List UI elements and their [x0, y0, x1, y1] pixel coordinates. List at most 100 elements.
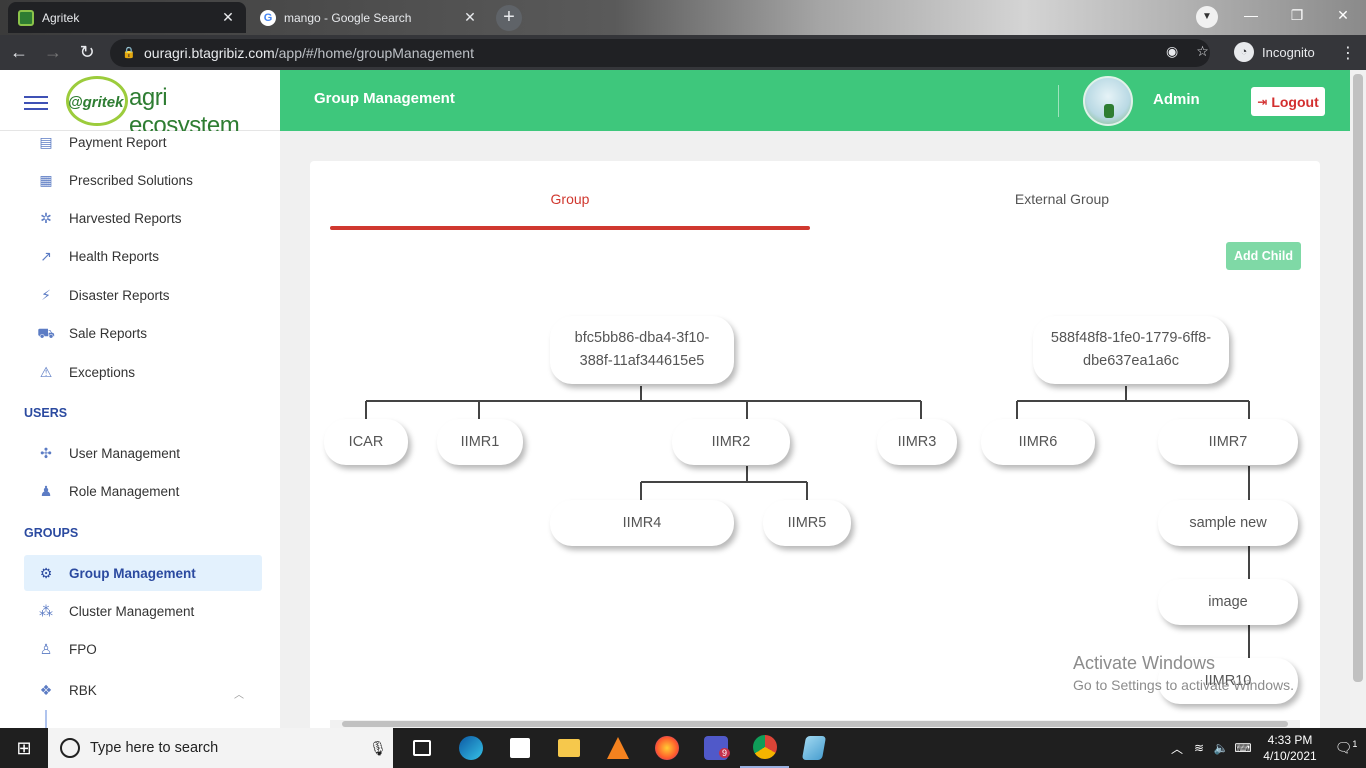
windows-start-icon[interactable]: ⊞	[16, 738, 32, 758]
sidebar-item-label: User Management	[69, 445, 181, 461]
sidebar-item-sale-reports[interactable]: ⛟ Sale Reports	[24, 315, 262, 351]
harvested-reports-icon: ✲	[40, 210, 52, 226]
browser-tab-agritek[interactable]: Agritek ✕	[8, 2, 246, 33]
reload-icon[interactable]: ↻	[79, 42, 95, 62]
address-bar[interactable]: 🔒 ouragri.btagribiz.com /app/#/home/grou…	[110, 38, 1210, 67]
logout-icon: ⇥	[1257, 94, 1268, 109]
tab-title: Agritek	[42, 10, 80, 25]
scrollbar-thumb[interactable]	[342, 721, 1288, 727]
tree-node-image[interactable]: image	[1158, 579, 1298, 625]
sidebar-item-cluster-management[interactable]: ⁂ Cluster Management	[24, 593, 262, 629]
tab-external-group[interactable]: External Group	[1014, 191, 1110, 207]
sidebar-item-rbk[interactable]: ❖ RBK	[24, 672, 262, 708]
tree-node-iimr3[interactable]: IIMR3	[877, 419, 957, 465]
logout-button[interactable]: ⇥ Logout	[1251, 87, 1325, 116]
close-tab-icon[interactable]: ✕	[222, 9, 234, 25]
sidebar-item-group-management[interactable]: ⚙ Group Management	[24, 555, 262, 591]
notification-center-icon[interactable]: 🗨1	[1334, 739, 1358, 756]
taskbar-clock[interactable]: 4:33 PM 4/10/2021	[1260, 732, 1320, 764]
sidebar-section-users: USERS	[24, 406, 68, 420]
file-explorer-icon[interactable]	[544, 728, 593, 768]
app-tile-icon[interactable]	[789, 728, 838, 768]
teams-badge: 9	[719, 748, 731, 758]
taskbar-search[interactable]: Type here to search 🎙	[48, 728, 393, 768]
back-icon[interactable]: ←	[10, 42, 28, 62]
scrollbar-thumb[interactable]	[1353, 74, 1363, 682]
browser-toolbar: ← → ↻ 🔒 ouragri.btagribiz.com /app/#/hom…	[0, 35, 1366, 70]
sidebar-item-role-management[interactable]: ♟ Role Management	[24, 473, 262, 509]
tree-node-iimr2[interactable]: IIMR2	[672, 419, 790, 465]
task-view-icon[interactable]	[397, 728, 446, 768]
main-content: Group External Group Add Child	[280, 131, 1350, 731]
disaster-reports-icon: ⚡	[41, 287, 51, 303]
agritek-favicon-icon	[18, 9, 34, 26]
sidebar-item-label: Cluster Management	[69, 603, 195, 619]
tree-node-iimr5[interactable]: IIMR5	[763, 500, 851, 546]
wifi-icon[interactable]: ≋	[1193, 741, 1205, 755]
bookmark-star-icon[interactable]: ☆	[1196, 43, 1209, 59]
lock-icon[interactable]: 🔒	[122, 47, 136, 59]
tree-node-root1[interactable]: bfc5bb86-dba4-3f10-388f-11af344615e5	[550, 316, 734, 384]
sidebar-item-label: Disaster Reports	[69, 287, 170, 303]
microphone-icon[interactable]: 🎙	[369, 739, 387, 756]
chevron-up-icon[interactable]: ︿	[1170, 741, 1183, 756]
sidebar-item-harvested-reports[interactable]: ✲ Harvested Reports	[24, 200, 262, 236]
user-name: Admin	[1153, 91, 1200, 108]
tree-node-iimr6[interactable]: IIMR6	[981, 419, 1095, 465]
firefox-icon[interactable]	[642, 728, 691, 768]
horizontal-scrollbar[interactable]	[330, 720, 1300, 728]
chevron-up-icon[interactable]: ︿	[234, 690, 244, 701]
sidebar-item-label: Role Management	[69, 483, 180, 499]
teams-icon[interactable]: 9	[691, 728, 740, 768]
store-icon[interactable]	[495, 728, 544, 768]
payment-report-icon: ▤	[39, 134, 53, 150]
sidebar-item-prescribed-solutions[interactable]: ▦ Prescribed Solutions	[24, 162, 262, 198]
tab-title: mango - Google Search	[284, 10, 412, 25]
maximize-icon[interactable]: ❐	[1290, 7, 1304, 23]
taskbar-search-placeholder: Type here to search	[90, 740, 219, 756]
sidebar-item-label: Exceptions	[69, 364, 136, 380]
sidebar-item-user-management[interactable]: ✣ User Management	[24, 435, 262, 471]
tree-node-iimr10[interactable]: IIMR10	[1158, 658, 1298, 704]
volume-icon[interactable]: 🔈	[1213, 741, 1229, 755]
new-tab-button[interactable]: +	[496, 5, 522, 31]
watermark-title: Activate Windows	[1073, 653, 1216, 673]
tree-node-iimr1[interactable]: IIMR1	[437, 419, 523, 465]
sidebar-item-fpo[interactable]: ♙ FPO	[24, 631, 262, 667]
tree-node-iimr7[interactable]: IIMR7	[1158, 419, 1298, 465]
incognito-icon: ◔	[1234, 42, 1254, 62]
close-window-icon[interactable]: ✕	[1337, 7, 1349, 23]
tree-node-sample-new[interactable]: sample new	[1158, 500, 1298, 546]
add-child-button[interactable]: Add Child	[1226, 242, 1301, 270]
tab-search-icon[interactable]: ▼	[1196, 6, 1218, 28]
sidebar-item-label: FPO	[69, 641, 97, 657]
tab-group[interactable]: Group	[550, 191, 590, 207]
tree-node-iimr4[interactable]: IIMR4	[550, 500, 734, 546]
keyboard-icon[interactable]: ⌨	[1234, 741, 1252, 755]
sidebar-item-disaster-reports[interactable]: ⚡ Disaster Reports	[24, 277, 262, 313]
vlc-icon[interactable]	[593, 728, 642, 768]
avatar[interactable]	[1083, 76, 1133, 126]
forward-icon[interactable]: →	[44, 42, 62, 62]
browser-menu-icon[interactable]: ⋮	[1340, 45, 1356, 62]
close-tab-icon[interactable]: ✕	[464, 9, 476, 25]
browser-tab-google[interactable]: G mango - Google Search ✕	[250, 2, 488, 33]
url-path: /app/#/home/groupManagement	[274, 44, 474, 61]
sidebar-item-exceptions[interactable]: ⚠ Exceptions	[24, 354, 262, 390]
tracking-blocked-icon[interactable]: ◉	[1166, 43, 1179, 59]
tree-node-root2[interactable]: 588f48f8-1fe0-1779-6ff8-dbe637ea1a6c	[1033, 316, 1229, 384]
clock-date: 4/10/2021	[1263, 749, 1317, 763]
tree-node-icar[interactable]: ICAR	[324, 419, 408, 465]
hamburger-menu-icon[interactable]	[24, 96, 48, 114]
submenu-line	[45, 710, 47, 730]
vertical-scrollbar[interactable]	[1350, 70, 1366, 728]
sidebar-item-label: Harvested Reports	[69, 210, 182, 226]
top-header: Group Management Admin ⇥ Logout	[280, 70, 1350, 131]
sidebar-section-groups: GROUPS	[24, 526, 79, 540]
chrome-icon[interactable]	[740, 728, 789, 768]
sidebar-item-payment-report[interactable]: ▤ Payment Report	[24, 124, 262, 160]
incognito-indicator[interactable]: ◔ Incognito	[1234, 42, 1315, 62]
edge-icon[interactable]	[446, 728, 495, 768]
sidebar-item-health-reports[interactable]: ↗ Health Reports	[24, 238, 262, 274]
minimize-icon[interactable]: —	[1244, 7, 1258, 23]
